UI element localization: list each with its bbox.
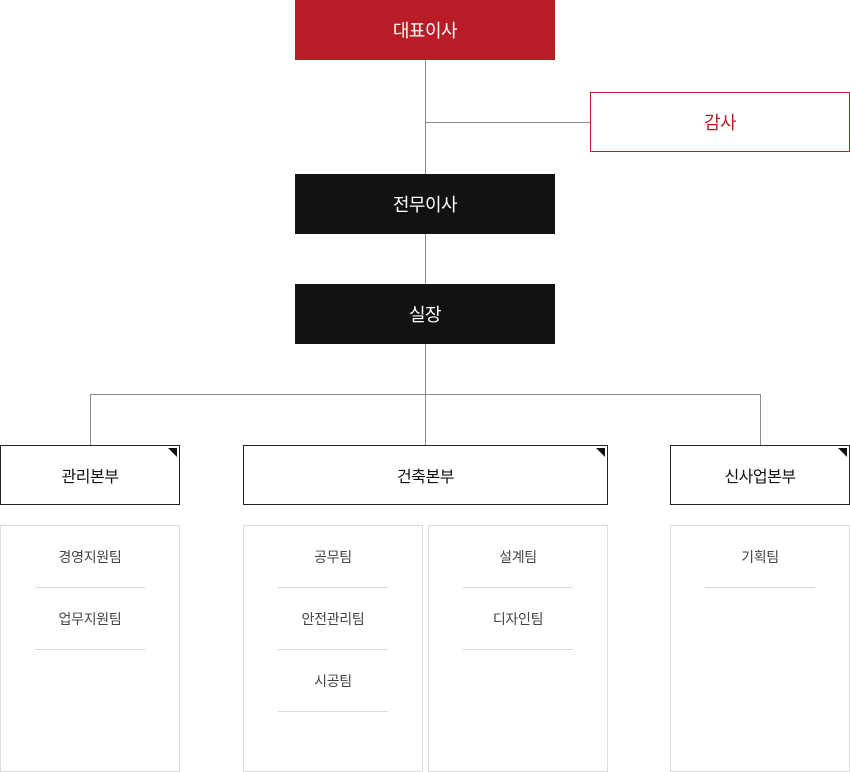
team-item: 기획팀 <box>705 526 815 588</box>
team-label: 설계팀 <box>499 549 537 566</box>
team-label: 안전관리팀 <box>301 611 365 628</box>
director-box: 실장 <box>295 284 555 344</box>
team-label: 기획팀 <box>741 549 779 566</box>
auditor-box: 감사 <box>590 92 850 152</box>
team-label: 시공팀 <box>314 673 352 690</box>
connector-division-2 <box>425 394 426 446</box>
team-label: 공무팀 <box>314 549 352 566</box>
ceo-label: 대표이사 <box>392 21 458 42</box>
team-label: 업무지원팀 <box>58 611 122 628</box>
ceo-box: 대표이사 <box>295 0 555 60</box>
division-construction[interactable]: 건축본부 <box>243 445 608 505</box>
corner-marker-icon <box>168 448 177 457</box>
auditor-label: 감사 <box>703 113 737 134</box>
managing-director-box: 전무이사 <box>295 174 555 234</box>
connector-division-3 <box>760 394 761 446</box>
team-item: 업무지원팀 <box>35 588 145 650</box>
connector-auditor <box>425 122 591 123</box>
team-label: 경영지원팀 <box>58 549 122 566</box>
managing-director-label: 전무이사 <box>392 195 458 216</box>
team-item: 공무팀 <box>278 526 388 588</box>
team-item: 설계팀 <box>463 526 573 588</box>
team-label: 디자인팀 <box>492 611 544 628</box>
team-item: 경영지원팀 <box>35 526 145 588</box>
division-label: 관리본부 <box>61 467 119 486</box>
team-panel-construction-2: 설계팀 디자인팀 <box>428 525 608 772</box>
team-panel-management: 경영지원팀 업무지원팀 <box>0 525 180 772</box>
director-label: 실장 <box>408 305 442 326</box>
connector-division-1 <box>90 394 91 446</box>
division-management[interactable]: 관리본부 <box>0 445 180 505</box>
division-label: 신사업본부 <box>724 467 796 486</box>
corner-marker-icon <box>596 448 605 457</box>
team-panel-new-business: 기획팀 <box>670 525 850 772</box>
team-item: 시공팀 <box>278 650 388 712</box>
division-new-business[interactable]: 신사업본부 <box>670 445 850 505</box>
team-item: 디자인팀 <box>463 588 573 650</box>
corner-marker-icon <box>838 448 847 457</box>
team-item: 안전관리팀 <box>278 588 388 650</box>
division-label: 건축본부 <box>397 467 454 486</box>
team-panel-construction-1: 공무팀 안전관리팀 시공팀 <box>243 525 423 772</box>
